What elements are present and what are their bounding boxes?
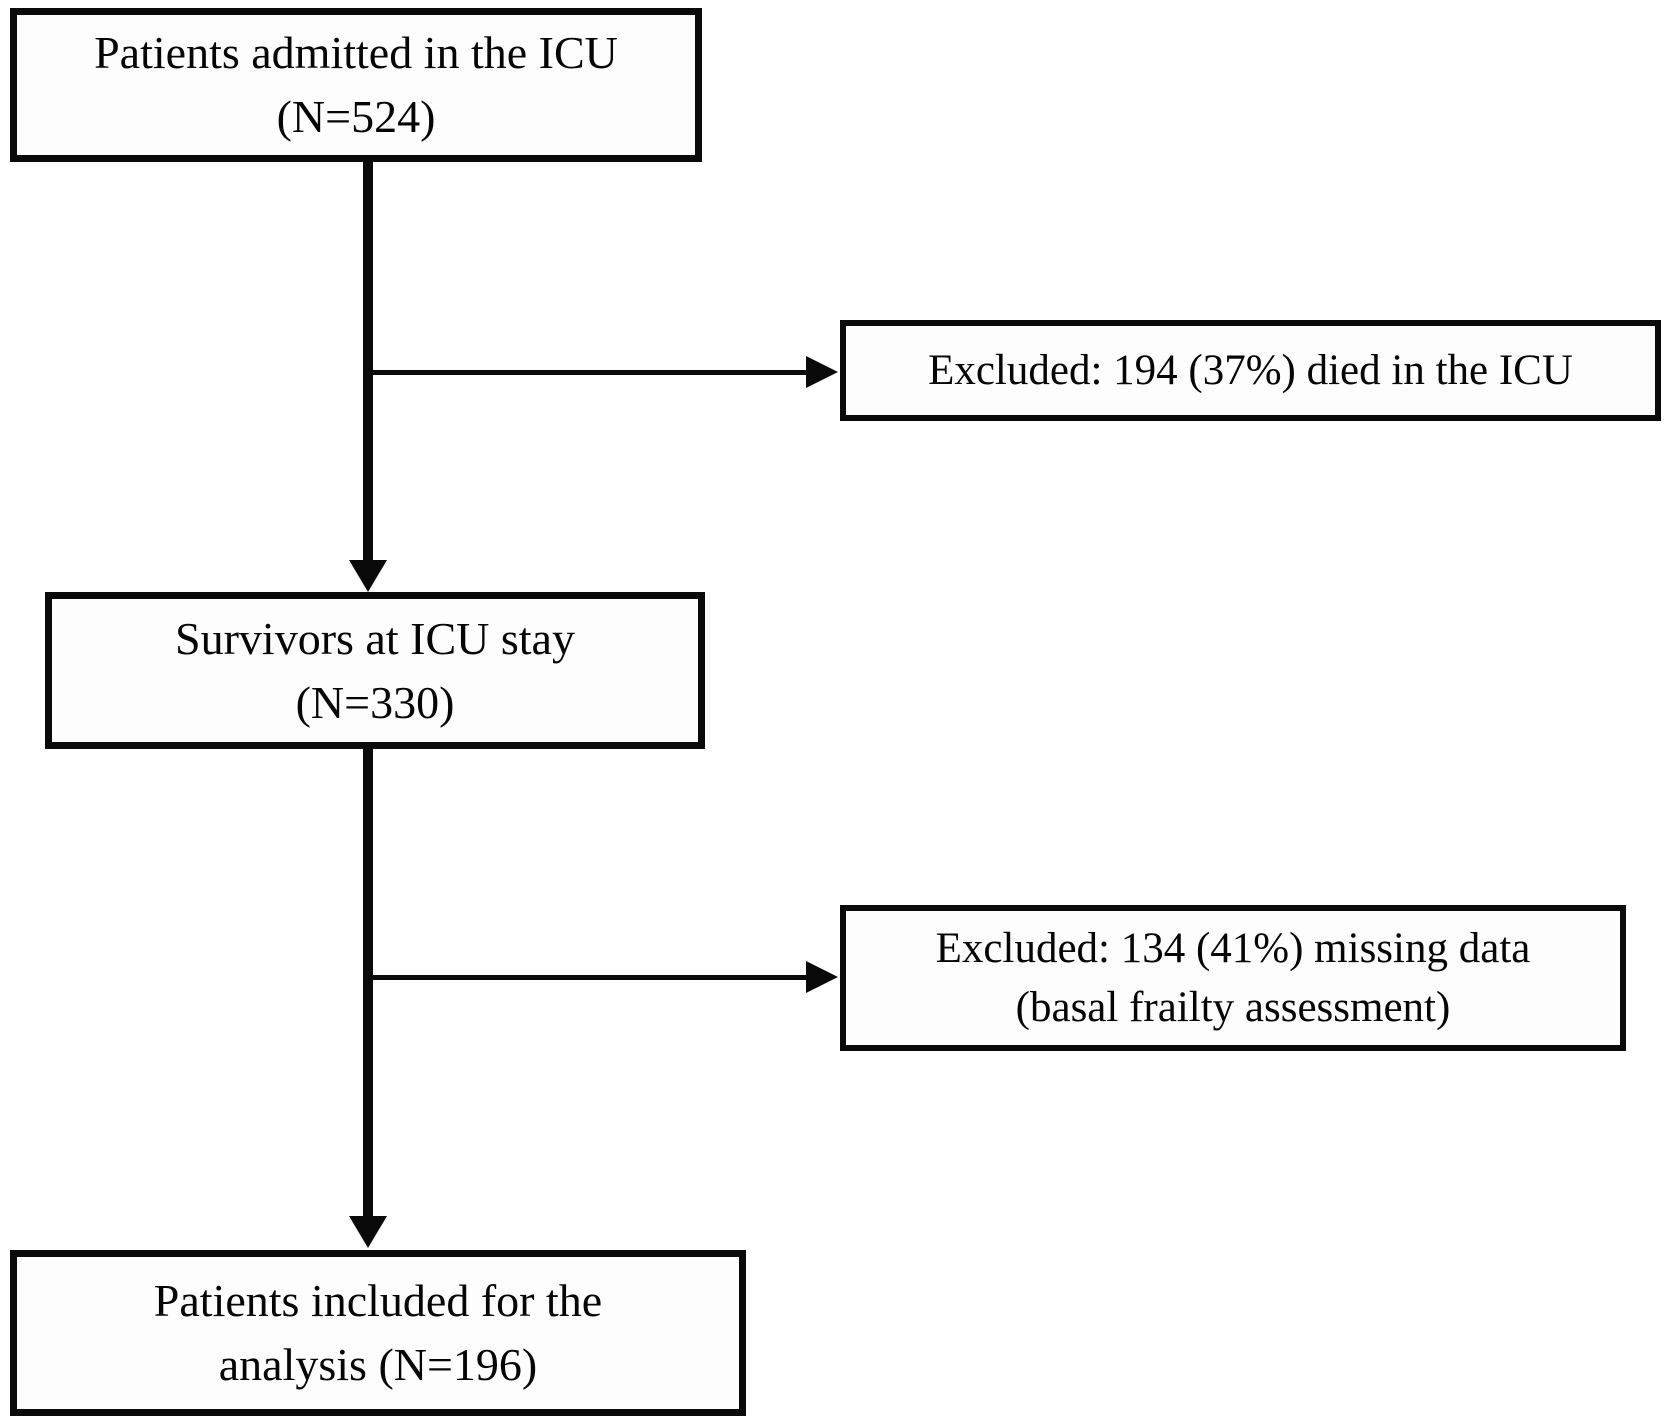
connector-survivors-to-included [363,749,373,1218]
connector-branch-excluded-died [368,370,808,375]
flow-box-included-for-analysis: Patients included for the analysis (N=19… [10,1250,746,1416]
connector-branch-excluded-missing-data [368,975,808,980]
arrowhead-right-icon [806,961,838,993]
exclusion-box-missing-line1: Excluded: 134 (41%) missing data [935,925,1531,972]
flow-box-admitted: Patients admitted in the ICU (N=524) [10,8,702,162]
flow-box-survivors-line2: (N=330) [295,676,455,728]
exclusion-box-died-line1: Excluded: 194 (37%) died in the ICU [928,347,1573,394]
arrowhead-right-icon [806,356,838,388]
flow-box-survivors-line1: Survivors at ICU stay [175,612,575,664]
flow-box-admitted-line1: Patients admitted in the ICU [94,27,618,78]
exclusion-box-missing-line2: (basal frailty assessment) [1015,984,1451,1031]
arrowhead-down-icon [349,1216,387,1248]
flow-box-survivors: Survivors at ICU stay (N=330) [45,592,705,749]
arrowhead-down-icon [349,560,387,592]
flow-box-included-line2: analysis (N=196) [218,1339,538,1390]
flow-box-included-line1: Patients included for the [153,1275,603,1326]
exclusion-box-died-in-icu: Excluded: 194 (37%) died in the ICU [840,320,1661,421]
connector-admitted-to-survivors [363,162,373,562]
flow-box-admitted-line2: (N=524) [276,91,436,142]
exclusion-box-missing-data: Excluded: 134 (41%) missing data (basal … [840,905,1626,1051]
